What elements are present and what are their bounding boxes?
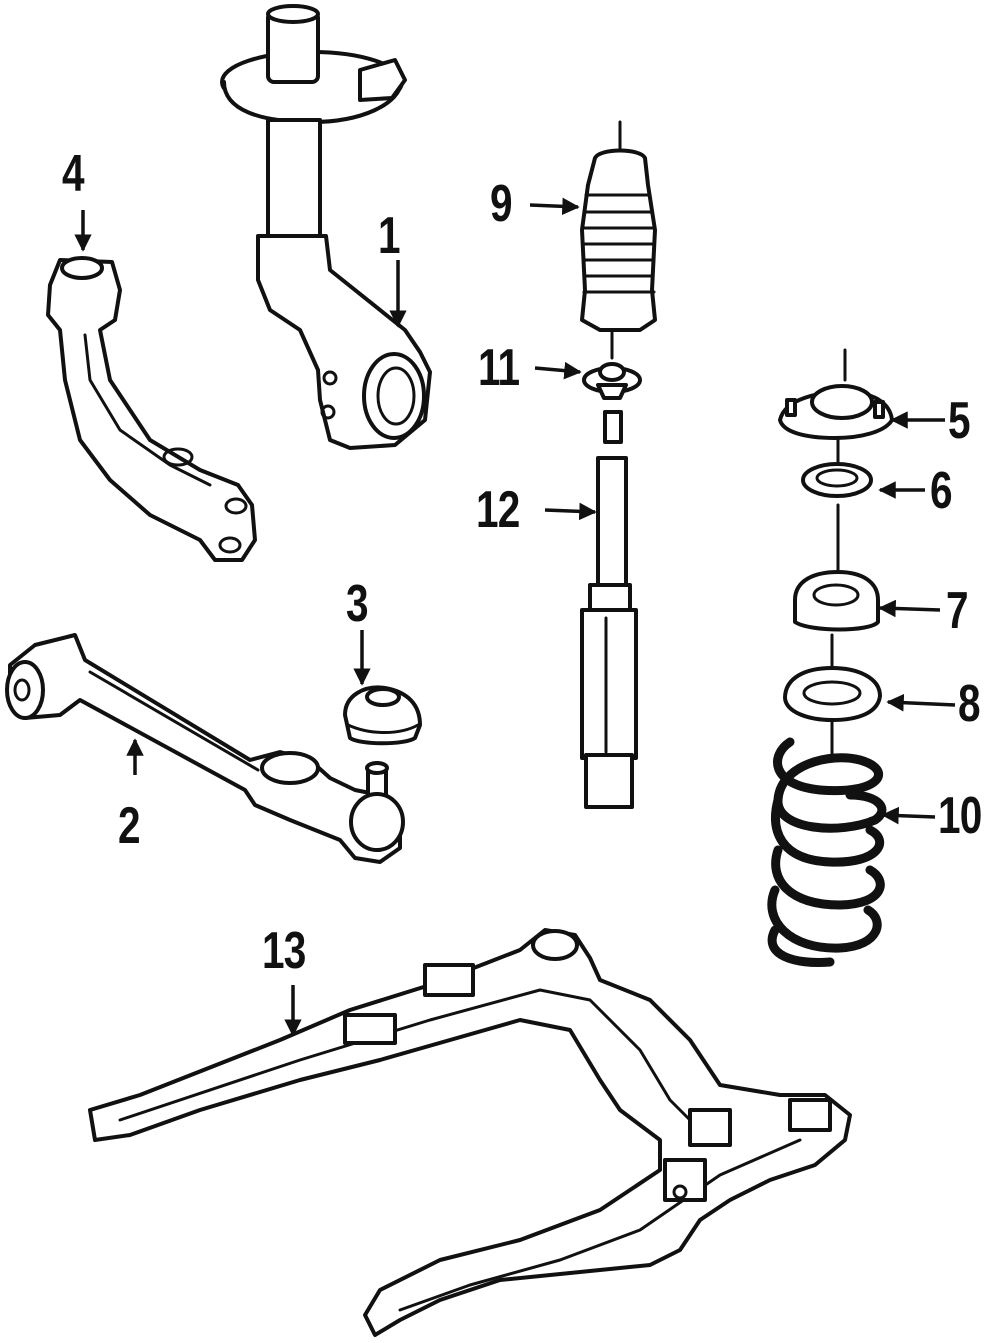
callout-11: 11 [478, 339, 520, 397]
callout-5: 5 [948, 392, 971, 450]
part-2-lower-arm [5, 633, 405, 864]
part-11-bump-stop [582, 362, 642, 400]
part-1-knuckle-strut [220, 4, 432, 450]
part-13-crossmember [88, 928, 852, 1337]
leader-9 [529, 197, 580, 216]
callout-2: 2 [118, 797, 141, 855]
callout-7: 7 [946, 582, 969, 640]
callout-12: 12 [476, 481, 520, 539]
leader-12 [544, 502, 597, 521]
callout-4: 4 [62, 145, 85, 203]
callout-9: 9 [490, 175, 513, 233]
part-12-shock-absorber [580, 410, 638, 809]
callout-8: 8 [958, 675, 981, 733]
leader-10 [881, 806, 936, 825]
part-7-insulator [793, 503, 880, 632]
callout-13: 13 [262, 922, 306, 980]
callout-10: 10 [938, 787, 982, 845]
leader-11 [534, 361, 582, 380]
part-8-spring-seat-lower [783, 633, 882, 722]
leader-7 [878, 599, 941, 618]
part-9-dust-boot [580, 120, 657, 360]
part-4-control-arm [46, 256, 257, 562]
part-3-bushing [343, 685, 422, 746]
callout-1: 1 [378, 207, 401, 265]
leader-lines [74, 197, 956, 1037]
leader-8 [886, 693, 956, 712]
part-10-coil-spring [767, 720, 887, 968]
part-6-spring-seat-upper [801, 438, 873, 498]
part-5-strut-mount [778, 348, 894, 440]
callout-6: 6 [930, 462, 953, 520]
callout-3: 3 [346, 575, 369, 633]
